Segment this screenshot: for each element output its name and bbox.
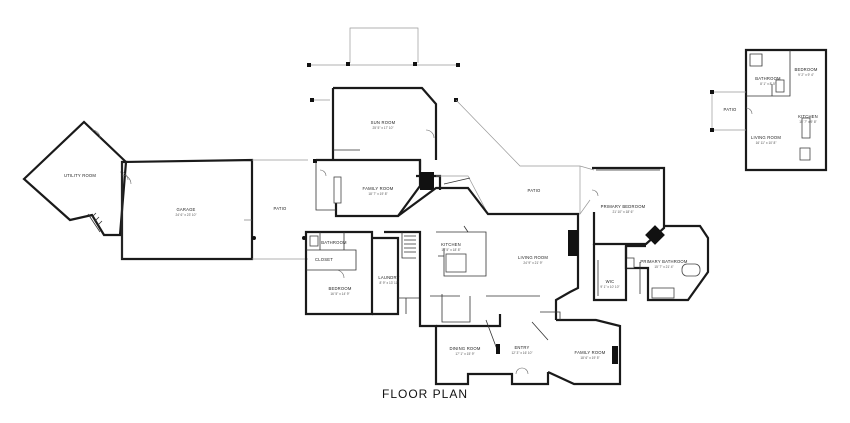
dim-kitchen: 16' 5" x 18' 8" — [441, 248, 460, 252]
label-guest-bathroom: BATHROOM — [755, 76, 781, 81]
family-room-1 — [315, 158, 442, 218]
west-bedroom-wing — [304, 230, 420, 316]
label-sun-room: SUN ROOM — [371, 120, 396, 125]
dim-dining-room: 17' 1" x 15' 9" — [455, 352, 474, 356]
dim-wic: 9' 1" x 10' 10" — [600, 285, 619, 289]
dim-bedroom: 16' 5" x 14' 9" — [330, 292, 349, 296]
utility-room — [22, 120, 129, 237]
patio-right — [436, 99, 595, 215]
room-labels: UTILITY ROOM GARAGE 24' 6" x 23' 10" PAT… — [64, 67, 818, 360]
label-dining-room: DINING ROOM — [449, 346, 480, 351]
label-guest-living: LIVING ROOM — [751, 135, 781, 140]
dim-guest-living: 16' 11" x 10' 8" — [756, 141, 777, 145]
label-bathroom-small: BATHROOM — [321, 240, 347, 245]
dim-guest-bathroom: 8' 1" x 8' 5" — [760, 82, 776, 86]
floor-plan-title: FLOOR PLAN — [381, 387, 469, 401]
dim-entry: 12' 3" x 16' 10" — [511, 351, 532, 355]
label-living-room: LIVING ROOM — [518, 255, 548, 260]
south-rooms — [418, 294, 622, 386]
label-closet: CLOSET — [315, 257, 333, 262]
label-kitchen: KITCHEN — [441, 242, 461, 247]
dim-garage: 24' 6" x 23' 10" — [175, 213, 196, 217]
dim-primary-bathroom: 15' 7" x 21' 4" — [654, 265, 673, 269]
dim-living-room: 24' 9" x 21' 9" — [523, 261, 542, 265]
label-patio-main: PATIO — [274, 206, 287, 211]
label-guest-kitchen: KITCHEN — [798, 114, 818, 119]
dim-family-room-2: 18' 6" x 19' 5" — [580, 356, 599, 360]
label-laundry: LAUNDRY — [378, 275, 399, 280]
label-family-room-2: FAMILY ROOM — [575, 350, 606, 355]
dim-guest-kitchen: 15' 7" x 9' 8" — [799, 120, 816, 124]
label-entry: ENTRY — [514, 345, 529, 350]
wic — [592, 244, 628, 302]
sun-room — [307, 27, 460, 163]
label-guest-bedroom: BEDROOM — [794, 67, 817, 72]
label-wic: WIC — [606, 279, 615, 284]
dim-primary-bedroom: 21' 10" x 18' 6" — [612, 210, 633, 214]
dim-laundry: 8' 9" x 13' 11" — [379, 281, 398, 285]
label-guest-patio: PATIO — [724, 107, 737, 112]
label-primary-bathroom: PRIMARY BATHROOM — [640, 259, 687, 264]
dim-sun-room: 25' 5" x 17' 10" — [372, 126, 393, 130]
label-patio-right: PATIO — [528, 188, 541, 193]
dim-guest-bedroom: 9' 2" x 9' 4" — [798, 73, 814, 77]
dim-family-room-1: 18' 7" x 19' 8" — [368, 192, 387, 196]
guest-house — [710, 48, 828, 172]
label-bedroom: BEDROOM — [328, 286, 351, 291]
label-family-room-1: FAMILY ROOM — [363, 186, 394, 191]
label-primary-bedroom: PRIMARY BEDROOM — [601, 204, 646, 209]
label-utility-room: UTILITY ROOM — [64, 173, 96, 178]
kitchen-living — [384, 186, 580, 320]
label-garage: GARAGE — [176, 207, 195, 212]
